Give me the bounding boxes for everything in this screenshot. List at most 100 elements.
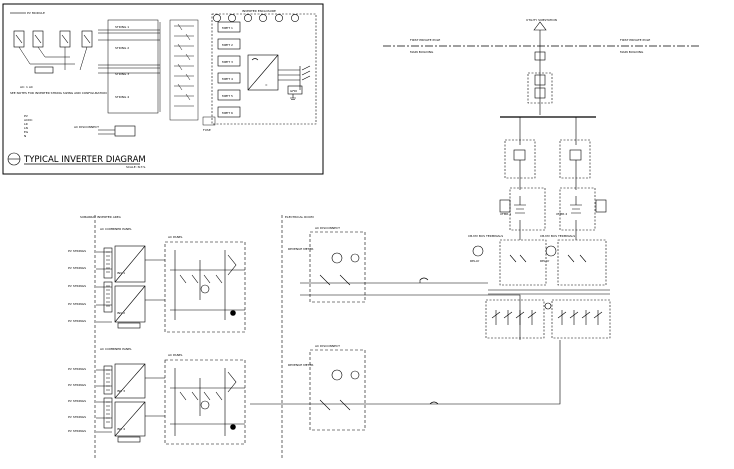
ac-panel: AC PANEL: [164, 353, 246, 445]
inverter-label: INV 2: [117, 311, 125, 315]
electrical-room-header: ELECTRICAL ROOM: [285, 215, 314, 219]
utility-source-symbol: [533, 21, 547, 31]
ac-panel-label: AC PANEL: [168, 235, 183, 239]
inverter-label: INV 3: [117, 389, 125, 393]
left-pole-label: FIRST PRIVATE POLE: [410, 38, 440, 42]
fuse-array: FUSE: [169, 19, 216, 132]
combiner-label: AC COMBINER PANEL: [100, 347, 132, 351]
ac-disconnect-detail-label: AC DISCONNECT: [74, 125, 99, 129]
mppt-stack: MPPT 1 MPPT 2 MPPT 3 MPPT 4 MPPT 5 MPPT …: [211, 9, 317, 125]
relay-symbol: [545, 245, 557, 257]
status-indicator: [259, 14, 267, 22]
fuse-label: FUSE: [203, 128, 211, 132]
status-indicator: [244, 14, 252, 22]
gfdi-label: GFDI: [290, 89, 297, 93]
utility-label: UTILITY SUBSTATION: [526, 18, 557, 22]
upper-array-section: SUBARRAY INVERTER AREA ELECTRICAL ROOM A…: [68, 215, 366, 460]
string-label: STRING 1: [115, 25, 129, 29]
utility-meter: [534, 51, 546, 61]
mppt-label: MPPT 2: [222, 43, 233, 47]
pv-sources: PV STRINGS PV STRINGS PV STRINGS PV STRI…: [68, 247, 113, 323]
title-block: TYPICAL INVERTER DIAGRAM SCALE: N.T.S.: [7, 152, 146, 169]
pv-module-group: PV MODULE AC: 1 AC SEE NOTES FOR INVERTE…: [10, 11, 107, 95]
svg-text:AC: 1 AC: AC: 1 AC: [20, 85, 33, 89]
terminal-label: CB-MV BUS TERMINALS: [540, 234, 575, 238]
source-label: PV STRINGS: [68, 383, 86, 387]
string-label: STRING 2: [115, 46, 129, 50]
transformer-label: XFMR 2: [556, 212, 567, 216]
subarray-header: SUBARRAY: [80, 215, 96, 219]
source-label: PV STRINGS: [68, 415, 86, 419]
legend-item: PV: [24, 114, 29, 118]
source-label: PV STRINGS: [68, 429, 86, 433]
inverters: INV 1 INV 2: [114, 245, 165, 329]
lower-array-section: AC COMBINER PANEL PV STRINGS PV STRINGS …: [68, 344, 366, 445]
relay-area: CB-MV BUS TERMINALS CB-MV BUS TERMINALS …: [468, 234, 611, 339]
panel-border: [2, 3, 324, 175]
mppt-label: MPPT 3: [222, 60, 233, 64]
source-label: PV STRINGS: [68, 284, 86, 288]
mppt-label: MPPT 5: [222, 94, 233, 98]
inverter-label: INV 1: [117, 271, 125, 275]
utility-switch: [534, 74, 546, 86]
utility-breaker: [534, 87, 546, 99]
status-indicator: [275, 14, 283, 22]
left-bus-label: MAIN BUILDING: [410, 50, 434, 54]
terminal-label: CB-MV BUS TERMINALS: [468, 234, 503, 238]
feeder-branch-left: XFMR 1: [499, 139, 546, 240]
ac-panel: AC PANEL: [164, 235, 246, 333]
relay-label: RELAY: [540, 259, 550, 263]
indicator-circles: [213, 14, 299, 22]
string-labels: STRING 1 STRING 2 STRING 3 STRING 4: [115, 25, 129, 99]
feeder-branch-right: XFMR 2: [556, 139, 607, 240]
legend-item: LR: [24, 122, 28, 126]
inverter-block: = GFDI: [247, 54, 311, 100]
legend-item: ACDC: [24, 118, 33, 122]
pv-sources: PV STRINGS PV STRINGS PV STRINGS PV STRI…: [68, 365, 113, 433]
revenue-meter-symbol: [331, 252, 343, 264]
inverter-area-header: INVERTER AREA: [97, 215, 122, 219]
source-label: PV STRINGS: [68, 266, 86, 270]
ac-panel-label: AC PANEL: [168, 353, 183, 357]
svg-text:=: =: [265, 83, 268, 87]
disconnect-label: AC DISCONNECT: [315, 226, 340, 230]
enclosure-header: INVERTER ENCLOSURE: [242, 9, 276, 13]
inverter-detail-panel: PV MODULE AC: 1 AC SEE NOTES FOR INVERTE…: [2, 3, 324, 175]
right-pole-label: FIRST PRIVATE POLE: [620, 38, 650, 42]
feeder-run-upper: [365, 277, 488, 284]
legend-item: EG: [24, 130, 29, 134]
diagram-title: TYPICAL INVERTER DIAGRAM: [23, 155, 146, 165]
revenue-meter-group: AC DISCONNECT REVENUE METER: [288, 226, 366, 303]
status-indicator: [213, 14, 221, 22]
relay-symbol: [472, 245, 484, 257]
source-label: PV STRINGS: [68, 302, 86, 306]
ac-disconnect-detail: AC DISCONNECT PV ACDC LR LN EG N: [24, 114, 136, 138]
relay-label: RELAY: [470, 259, 480, 263]
disconnect-label: AC DISCONNECT: [315, 344, 340, 348]
legend-item: LN: [24, 126, 28, 130]
source-label: PV STRINGS: [68, 399, 86, 403]
source-label: PV STRINGS: [68, 367, 86, 371]
inverters: INV 3 INV 4: [114, 363, 165, 443]
right-bus-label: MAIN BUILDING: [620, 50, 644, 54]
utility-section: UTILITY SUBSTATION FIRST PRIVATE POLE MA…: [250, 18, 700, 405]
mppt-label: MPPT 6: [222, 111, 233, 115]
diagram-scale: SCALE: N.T.S.: [126, 165, 146, 169]
transformer-label: XFMR 1: [500, 212, 511, 216]
status-indicator: [228, 14, 236, 22]
feeder-run-lower: [250, 340, 561, 405]
string-label: STRING 3: [115, 72, 129, 76]
revenue-meter-label: REVENUE METER: [288, 247, 314, 251]
revenue-meter-symbol: [331, 369, 343, 381]
dc-bus-runs: [98, 19, 161, 114]
status-indicator: [291, 14, 299, 22]
string-label: STRING 4: [115, 95, 129, 99]
combiner-label: AC COMBINER PANEL: [100, 227, 132, 231]
mppt-label: MPPT 1: [222, 26, 233, 30]
revenue-meter-label: REVENUE METER: [288, 363, 314, 367]
revenue-meter-group: AC DISCONNECT REVENUE METER: [288, 344, 366, 431]
source-label: PV STRINGS: [68, 319, 86, 323]
source-label: PV STRINGS: [68, 249, 86, 253]
